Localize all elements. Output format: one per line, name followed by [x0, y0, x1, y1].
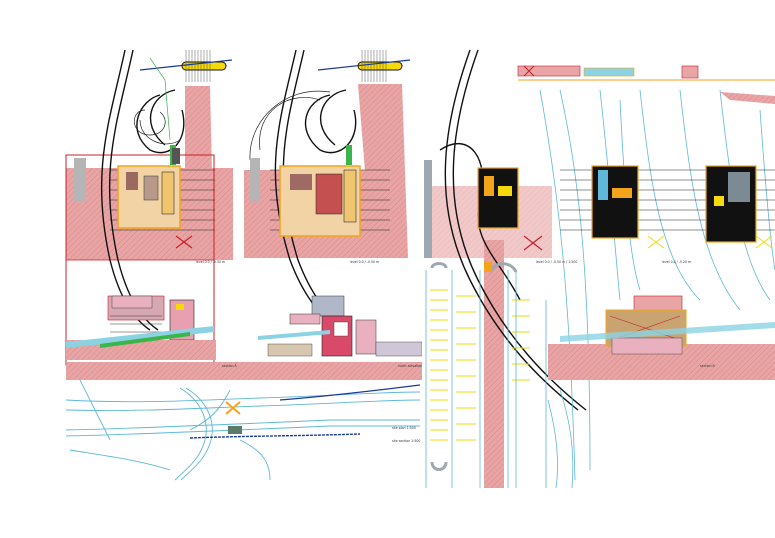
core-block-c: [161, 171, 175, 215]
level-label-d: level 0.0 / -5.20 m: [662, 260, 691, 264]
elevation-block-2b: [289, 313, 321, 325]
section-panel-3: section B: [548, 295, 775, 380]
ground-band: [66, 362, 426, 380]
green-deck: [100, 332, 190, 348]
core-3-yellow: [498, 186, 512, 196]
elevation-block-2a: [311, 295, 345, 317]
elevation-top-right: [633, 295, 683, 311]
site-blue-road: [279, 384, 421, 401]
core-block-b: [143, 175, 159, 201]
plan-panel-3: level 0.0 / -0.50 m / 1:500: [422, 49, 587, 490]
blue-road-2: [317, 59, 411, 71]
elevation-block-2e: [375, 341, 423, 357]
core-block-a: [126, 172, 138, 190]
plan-panel-2: level 0.0 / -0.50 m: [244, 49, 411, 331]
section-panel-2: north elevation: [258, 295, 423, 368]
right-lower-roads: [547, 389, 574, 489]
grey-strip-2: [250, 158, 260, 202]
section-label-a: section A: [222, 364, 237, 368]
elevation-upper: [111, 295, 153, 309]
hatched-ramp: [185, 86, 233, 260]
grey-column: [424, 160, 432, 258]
cyan-deck-2: [258, 330, 330, 340]
site-building: [228, 426, 242, 434]
grey-strip: [74, 158, 86, 202]
top-bar-cyan: [583, 67, 635, 77]
top-box: [681, 65, 699, 79]
site-roads: [65, 379, 421, 481]
cyan-deck-right: [560, 322, 775, 342]
top-x-mark: [523, 65, 535, 77]
facade-lines: [110, 315, 162, 333]
top-bar: [517, 65, 581, 77]
elevation-yellow: [176, 304, 184, 310]
hatched-ramp-2: [358, 84, 408, 258]
site-tunnel: [189, 433, 361, 439]
site-marker: [225, 401, 241, 415]
section-label-c: section B: [700, 364, 715, 368]
red-x-mark-3: [523, 235, 543, 251]
blue-road: [139, 59, 233, 71]
parking-lanes: [430, 289, 530, 441]
hatched-tower-strip: [484, 240, 504, 488]
core-2-block-b: [315, 173, 343, 215]
section-label-b: north elevation: [398, 364, 422, 368]
cyan-track-lines: [539, 89, 775, 481]
plan-panel-4: level 0.0 / -5.20 m: [517, 65, 775, 481]
green-path: [149, 57, 171, 141]
red-x-mark: [175, 235, 193, 249]
portal-hatch-2: [361, 50, 387, 82]
level-label-c: level 0.0 / -0.50 m / 1:500: [536, 260, 577, 264]
section-panel-1: section A: [66, 295, 426, 380]
top-pink-band: [720, 92, 775, 104]
core-4a-orange: [612, 188, 632, 198]
elevation-white-box: [333, 321, 349, 337]
ground-plate-2: [267, 343, 313, 357]
core-3-orange: [484, 176, 494, 196]
site-section-label: site section 1:500: [392, 439, 420, 443]
core-4b-yellow: [714, 196, 724, 206]
core-4b-grey: [728, 172, 750, 202]
level-label-b: level 0.0 / -0.50 m: [350, 260, 379, 264]
orange-marker: [484, 262, 492, 272]
portal-hatch: [185, 50, 211, 82]
road-edges: [425, 270, 547, 488]
dark-block: [172, 148, 180, 164]
core-2-block-c: [343, 169, 357, 223]
cyan-deck: [66, 326, 214, 348]
site-plan: site plan 1:500 site section 1:500: [65, 379, 421, 481]
yellow-x-marks: [647, 235, 773, 249]
core-2-block-a: [290, 174, 312, 190]
core-4a-cyan: [598, 170, 608, 200]
elevation-block-2d: [355, 319, 377, 355]
site-plan-label: site plan 1:500: [392, 426, 416, 430]
elevation-lower-right: [611, 337, 683, 355]
rail-loops-2: [249, 90, 331, 161]
level-label-a: level 0.0 / -6.50 m: [196, 260, 225, 264]
green-strip-2: [346, 145, 352, 165]
